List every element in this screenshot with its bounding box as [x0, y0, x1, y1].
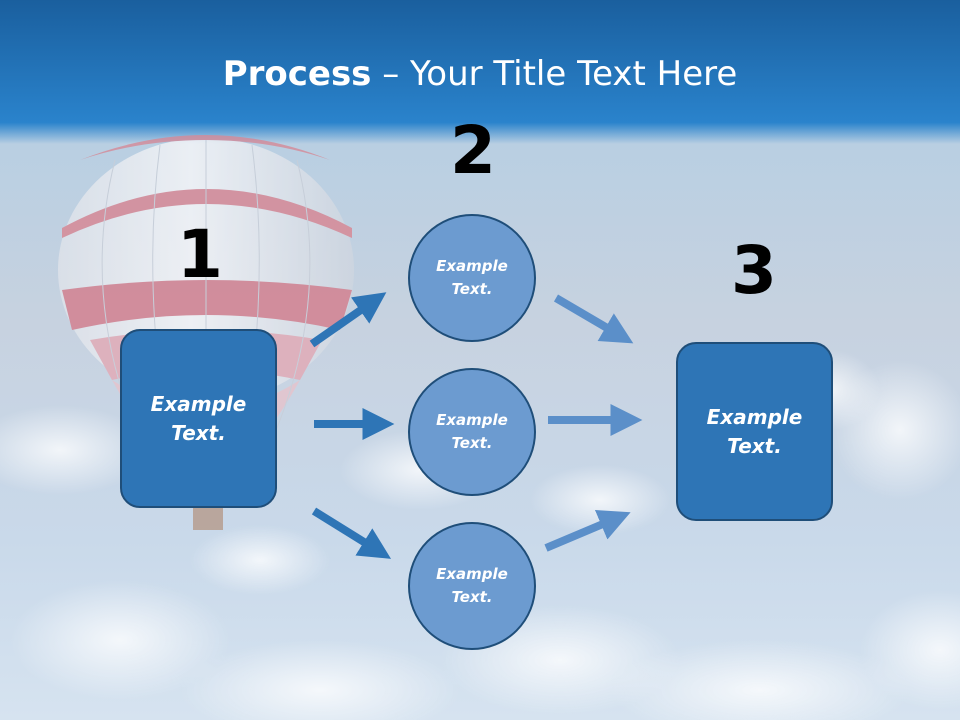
- circle-2-text-line1: Example: [436, 411, 508, 429]
- arrow-circle3-to-box3: [544, 509, 631, 552]
- step-number-3: 3: [731, 232, 777, 309]
- circle-1-text-line1: Example: [436, 257, 508, 275]
- arrow-box1-to-circle3: [311, 507, 392, 559]
- step-3-text-line2: Text.: [727, 433, 782, 458]
- slide-title: Process – Your Title Text Here: [0, 54, 960, 94]
- step-1-text-line1: Example: [150, 391, 247, 416]
- arrow-box1-to-circle1: [309, 292, 387, 348]
- slide-title-bold: Process: [222, 54, 372, 94]
- circle-1-text-line2: Text.: [451, 280, 493, 298]
- circle-3-text-line1: Example: [436, 565, 508, 583]
- step-number-1: 1: [177, 216, 223, 293]
- circle-3-text-line2: Text.: [451, 588, 493, 606]
- arrow-circle1-to-box3: [553, 294, 634, 344]
- step-number-2: 2: [450, 112, 496, 189]
- step-1-text-line2: Text.: [171, 420, 226, 445]
- step-3-text-line1: Example: [706, 404, 803, 429]
- slide-title-rest: – Your Title Text Here: [371, 54, 738, 94]
- circle-2-text-line2: Text.: [451, 434, 493, 452]
